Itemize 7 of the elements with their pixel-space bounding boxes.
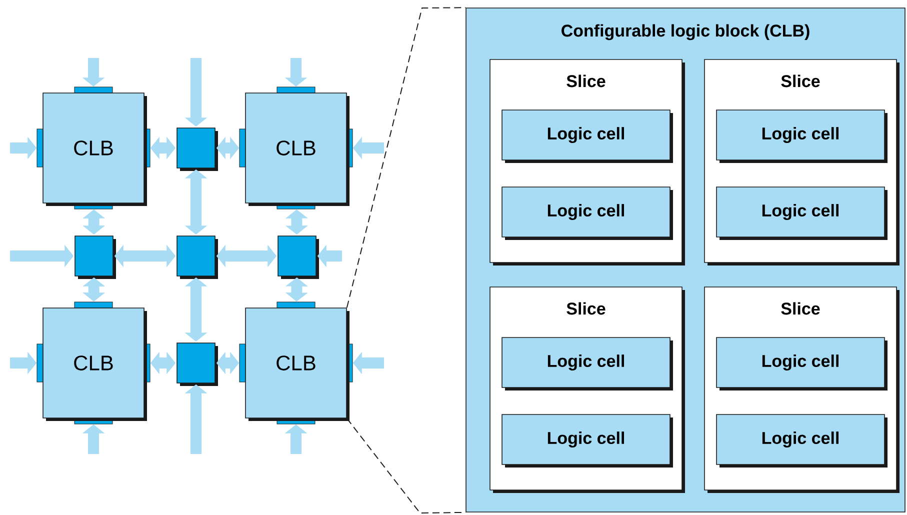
switch-box xyxy=(176,236,218,279)
switch-box xyxy=(278,236,319,279)
switch-box xyxy=(176,342,218,386)
zoom-line xyxy=(346,7,466,308)
panel-title: Configurable logic block (CLB) xyxy=(562,24,810,40)
switch-box xyxy=(74,236,116,279)
switch-box xyxy=(176,128,218,171)
